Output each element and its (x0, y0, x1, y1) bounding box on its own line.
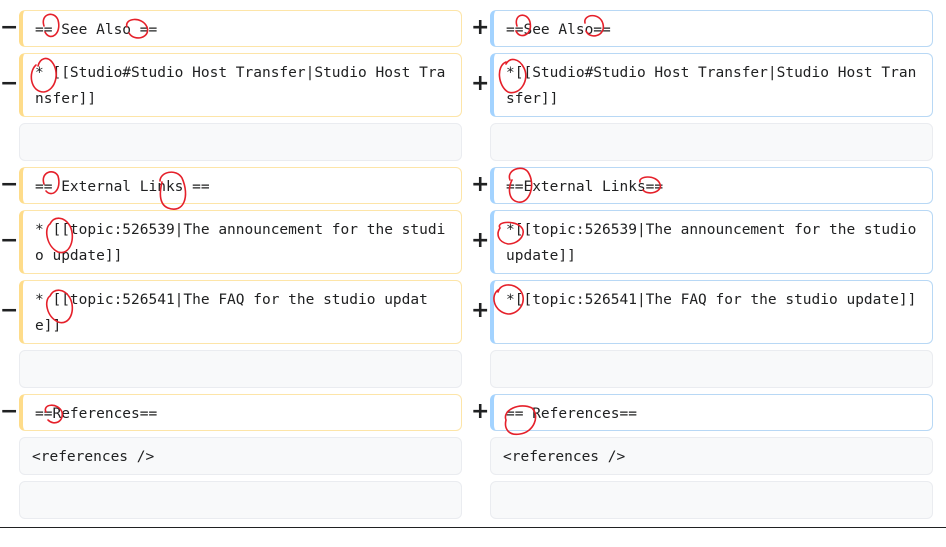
added-line-marker: + (471, 399, 490, 424)
diff-added-line: *[[topic:526541|The FAQ for the studio u… (490, 280, 933, 344)
diff-deleted-line: ==References== (19, 394, 462, 431)
diff-deleted-line: == See Also == (19, 10, 462, 47)
diff-context-line (490, 123, 933, 161)
diff-added-line: == References== (490, 394, 933, 431)
diff-deleted-line: * [[topic:526541|The FAQ for the studio … (19, 280, 462, 344)
diff-context-line (19, 481, 462, 519)
diff-context-line (490, 350, 933, 388)
diff-added-line: ==See Also== (490, 10, 933, 47)
diff-added-line: *[[topic:526539|The announcement for the… (490, 210, 933, 274)
diff-context-line: <references /> (490, 437, 933, 475)
diff-context-line (490, 481, 933, 519)
added-line-marker: + (471, 15, 490, 40)
diff-context-line (19, 123, 462, 161)
added-line-marker: + (471, 228, 490, 253)
added-line-marker: + (471, 298, 490, 323)
diff-context-line: <references /> (19, 437, 462, 475)
diff-context-line (19, 350, 462, 388)
diff-deleted-line: * [[Studio#Studio Host Transfer|Studio H… (19, 53, 462, 117)
removed-line-marker: − (0, 399, 19, 424)
removed-line-marker: − (0, 228, 19, 253)
removed-line-marker: − (0, 71, 19, 96)
removed-line-marker: − (0, 298, 19, 323)
diff-deleted-line: == External Links == (19, 167, 462, 204)
removed-line-marker: − (0, 172, 19, 197)
added-line-marker: + (471, 71, 490, 96)
diff-added-line: ==External Links== (490, 167, 933, 204)
section-divider (0, 527, 946, 528)
added-line-marker: + (471, 172, 490, 197)
removed-line-marker: − (0, 15, 19, 40)
diff-deleted-line: * [[topic:526539|The announcement for th… (19, 210, 462, 274)
diff-added-line: *[[Studio#Studio Host Transfer|Studio Ho… (490, 53, 933, 117)
